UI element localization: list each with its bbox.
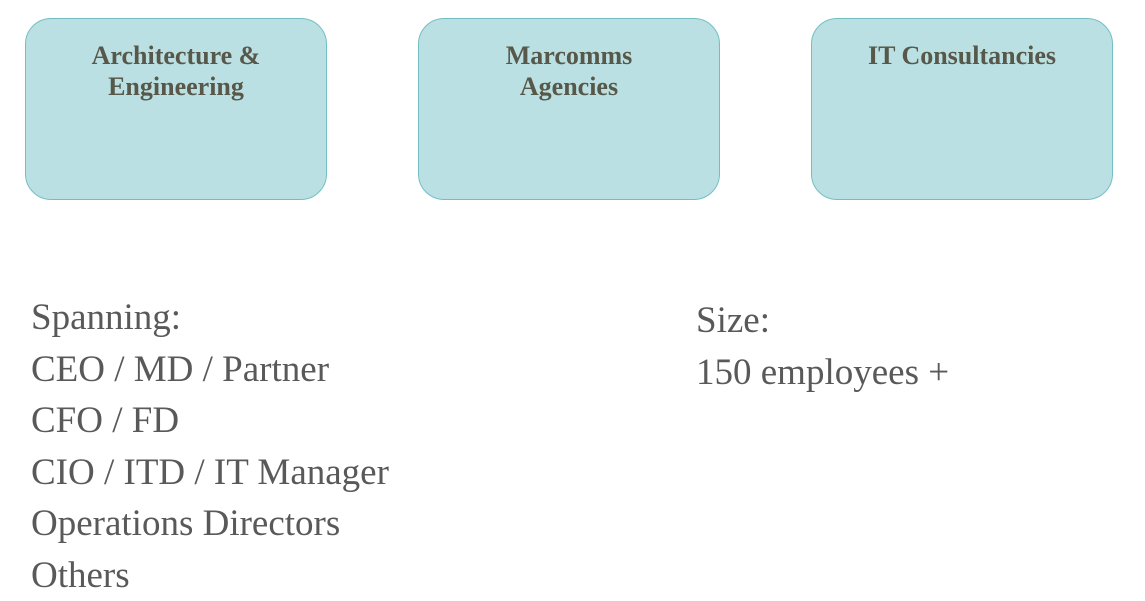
card-marcomms-agencies: Marcomms Agencies — [418, 18, 720, 200]
size-block: Size: 150 employees + — [696, 295, 949, 399]
spanning-item: Operations Directors — [31, 498, 389, 550]
card-architecture-engineering: Architecture & Engineering — [25, 18, 327, 200]
size-value: 150 employees + — [696, 347, 949, 399]
spanning-item: CEO / MD / Partner — [31, 344, 389, 396]
card-title: Marcomms Agencies — [419, 40, 719, 102]
spanning-heading: Spanning: — [31, 292, 389, 344]
spanning-item: CIO / ITD / IT Manager — [31, 447, 389, 499]
spanning-item: CFO / FD — [31, 395, 389, 447]
size-heading: Size: — [696, 295, 949, 347]
card-it-consultancies: IT Consultancies — [811, 18, 1113, 200]
card-title: IT Consultancies — [812, 40, 1112, 71]
card-title: Architecture & Engineering — [26, 40, 326, 102]
spanning-item: Others — [31, 550, 389, 601]
spanning-list: Spanning: CEO / MD / Partner CFO / FD CI… — [31, 292, 389, 601]
